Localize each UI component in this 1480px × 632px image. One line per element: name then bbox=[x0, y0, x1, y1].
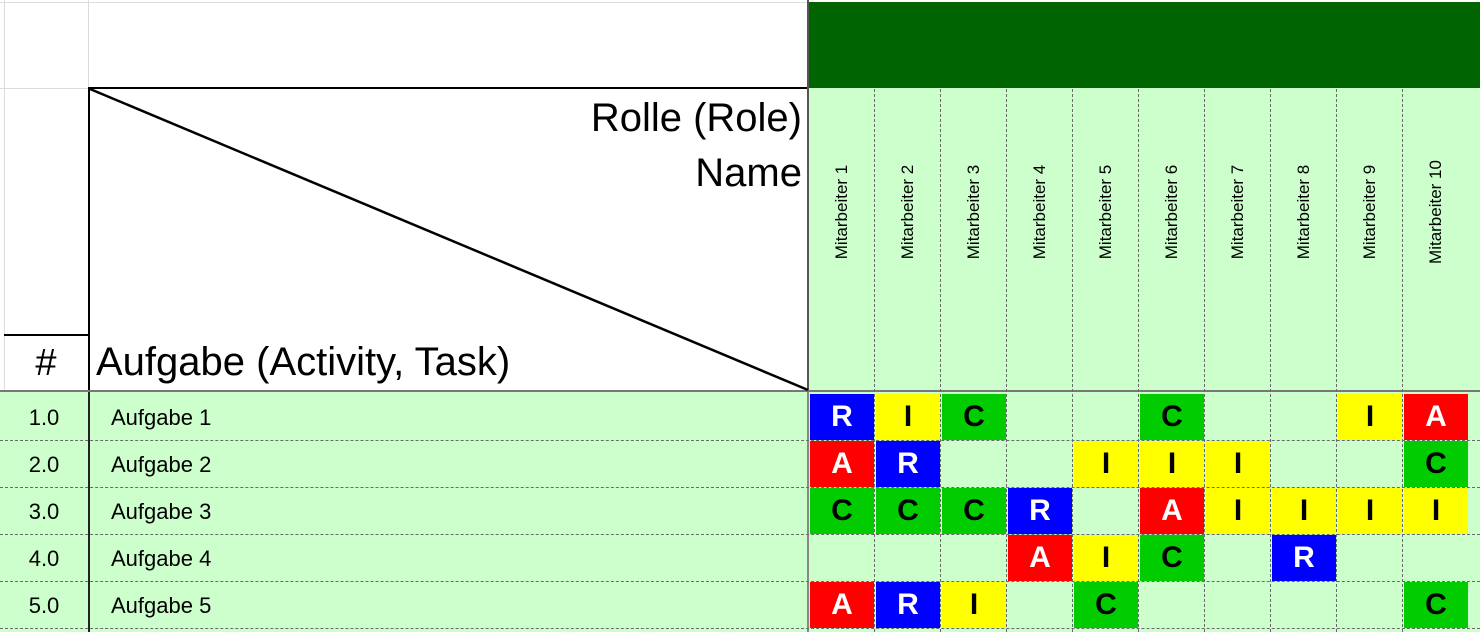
raci-cell-C[interactable]: C bbox=[1404, 582, 1468, 628]
raci-cell-R[interactable]: R bbox=[1008, 488, 1072, 534]
task-name: Aufgabe 1 bbox=[111, 404, 212, 430]
role-name: Mitarbeiter 8 bbox=[1294, 164, 1314, 260]
raci-cell-R[interactable]: R bbox=[810, 394, 874, 440]
role-column-header: Mitarbeiter 7 bbox=[1205, 92, 1271, 332]
raci-cell-R[interactable]: R bbox=[876, 441, 940, 487]
raci-cell-I[interactable]: I bbox=[1404, 488, 1468, 534]
role-column-header: Mitarbeiter 9 bbox=[1337, 92, 1403, 332]
role-name: Mitarbeiter 5 bbox=[1096, 164, 1116, 260]
raci-cell-A[interactable]: A bbox=[1008, 535, 1072, 581]
role-column-header: Mitarbeiter 3 bbox=[941, 92, 1007, 332]
role-name: Mitarbeiter 4 bbox=[1030, 164, 1050, 260]
raci-cell-R[interactable]: R bbox=[876, 582, 940, 628]
raci-cell-I[interactable]: I bbox=[1272, 488, 1336, 534]
raci-cell-I[interactable]: I bbox=[942, 582, 1006, 628]
role-header-area bbox=[808, 88, 1480, 390]
role-name: Mitarbeiter 6 bbox=[1162, 164, 1182, 260]
grid-left bbox=[4, 0, 5, 390]
grid-col-separator bbox=[874, 89, 875, 632]
raci-cell-R[interactable]: R bbox=[1272, 535, 1336, 581]
row-number: 2.0 bbox=[28, 451, 60, 477]
grid-col-separator bbox=[1336, 89, 1337, 632]
raci-cell-C[interactable]: C bbox=[1140, 394, 1204, 440]
grid-col-separator bbox=[1204, 89, 1205, 632]
row-number: 4.0 bbox=[28, 545, 60, 571]
name-label: Name bbox=[695, 151, 802, 195]
task-col-left-border bbox=[88, 392, 90, 632]
grid-col-divider bbox=[88, 0, 89, 88]
raci-cell-A[interactable]: A bbox=[810, 441, 874, 487]
grid-row-separator bbox=[0, 581, 1480, 582]
grid-col-separator bbox=[1402, 89, 1403, 632]
raci-cell-C[interactable]: C bbox=[1140, 535, 1204, 581]
dark-green-header-band bbox=[808, 2, 1480, 88]
role-name: Mitarbeiter 2 bbox=[898, 164, 918, 260]
role-name: Mitarbeiter 3 bbox=[964, 164, 984, 260]
hash-label: # bbox=[35, 342, 57, 384]
grid-col-separator bbox=[1006, 89, 1007, 632]
role-column-header: Mitarbeiter 1 bbox=[809, 92, 875, 332]
raci-cell-I[interactable]: I bbox=[1140, 441, 1204, 487]
raci-cell-C[interactable]: C bbox=[942, 394, 1006, 440]
raci-cell-I[interactable]: I bbox=[1206, 441, 1270, 487]
hash-cell-top-border bbox=[4, 334, 90, 336]
header-right-border bbox=[807, 0, 809, 392]
role-name: Mitarbeiter 10 bbox=[1426, 160, 1445, 264]
grid-row-separator bbox=[0, 440, 1480, 441]
grid-col-separator bbox=[1072, 89, 1073, 632]
grid-row-separator bbox=[0, 628, 1480, 629]
raci-cell-I[interactable]: I bbox=[1206, 488, 1270, 534]
raci-cell-A[interactable]: A bbox=[1404, 394, 1468, 440]
role-name: Mitarbeiter 9 bbox=[1360, 164, 1380, 260]
raci-cell-I[interactable]: I bbox=[1338, 488, 1402, 534]
task-name: Aufgabe 4 bbox=[111, 545, 212, 571]
raci-cell-A[interactable]: A bbox=[1140, 488, 1204, 534]
raci-cell-I[interactable]: I bbox=[876, 394, 940, 440]
task-name: Aufgabe 2 bbox=[111, 451, 212, 477]
grid-row-separator bbox=[0, 487, 1480, 488]
matrix-left-border bbox=[807, 392, 809, 632]
role-column-header: Mitarbeiter 4 bbox=[1007, 92, 1073, 332]
task-name: Aufgabe 3 bbox=[111, 498, 212, 524]
raci-cell-C[interactable]: C bbox=[810, 488, 874, 534]
header-bottom-border bbox=[0, 390, 1480, 392]
row-number: 3.0 bbox=[28, 498, 60, 524]
raci-cell-C[interactable]: C bbox=[1074, 582, 1138, 628]
role-column-header: Mitarbeiter 10 bbox=[1403, 92, 1469, 332]
row-number: 1.0 bbox=[28, 404, 60, 430]
task-name: Aufgabe 5 bbox=[111, 592, 212, 618]
raci-cell-I[interactable]: I bbox=[1074, 441, 1138, 487]
grid-col-separator bbox=[1138, 89, 1139, 632]
grid-col-separator bbox=[1270, 89, 1271, 632]
role-column-header: Mitarbeiter 6 bbox=[1139, 92, 1205, 332]
grid-left-mid bbox=[0, 88, 88, 89]
role-column-header: Mitarbeiter 8 bbox=[1271, 92, 1337, 332]
grid-row-separator bbox=[0, 534, 1480, 535]
task-header-label: Aufgabe (Activity, Task) bbox=[96, 340, 511, 384]
raci-cell-A[interactable]: A bbox=[810, 582, 874, 628]
grid-top bbox=[0, 2, 808, 3]
row-number: 5.0 bbox=[28, 592, 60, 618]
header-left-border bbox=[88, 87, 90, 390]
raci-cell-I[interactable]: I bbox=[1074, 535, 1138, 581]
raci-cell-C[interactable]: C bbox=[1404, 441, 1468, 487]
role-label: Rolle (Role) bbox=[590, 96, 802, 140]
role-name: Mitarbeiter 1 bbox=[832, 164, 852, 260]
role-name: Mitarbeiter 7 bbox=[1228, 164, 1248, 260]
grid-col-separator bbox=[940, 89, 941, 632]
raci-cell-C[interactable]: C bbox=[942, 488, 1006, 534]
raci-cell-I[interactable]: I bbox=[1338, 394, 1402, 440]
role-column-header: Mitarbeiter 5 bbox=[1073, 92, 1139, 332]
raci-cell-C[interactable]: C bbox=[876, 488, 940, 534]
header-top-border bbox=[88, 87, 809, 89]
role-column-header: Mitarbeiter 2 bbox=[875, 92, 941, 332]
